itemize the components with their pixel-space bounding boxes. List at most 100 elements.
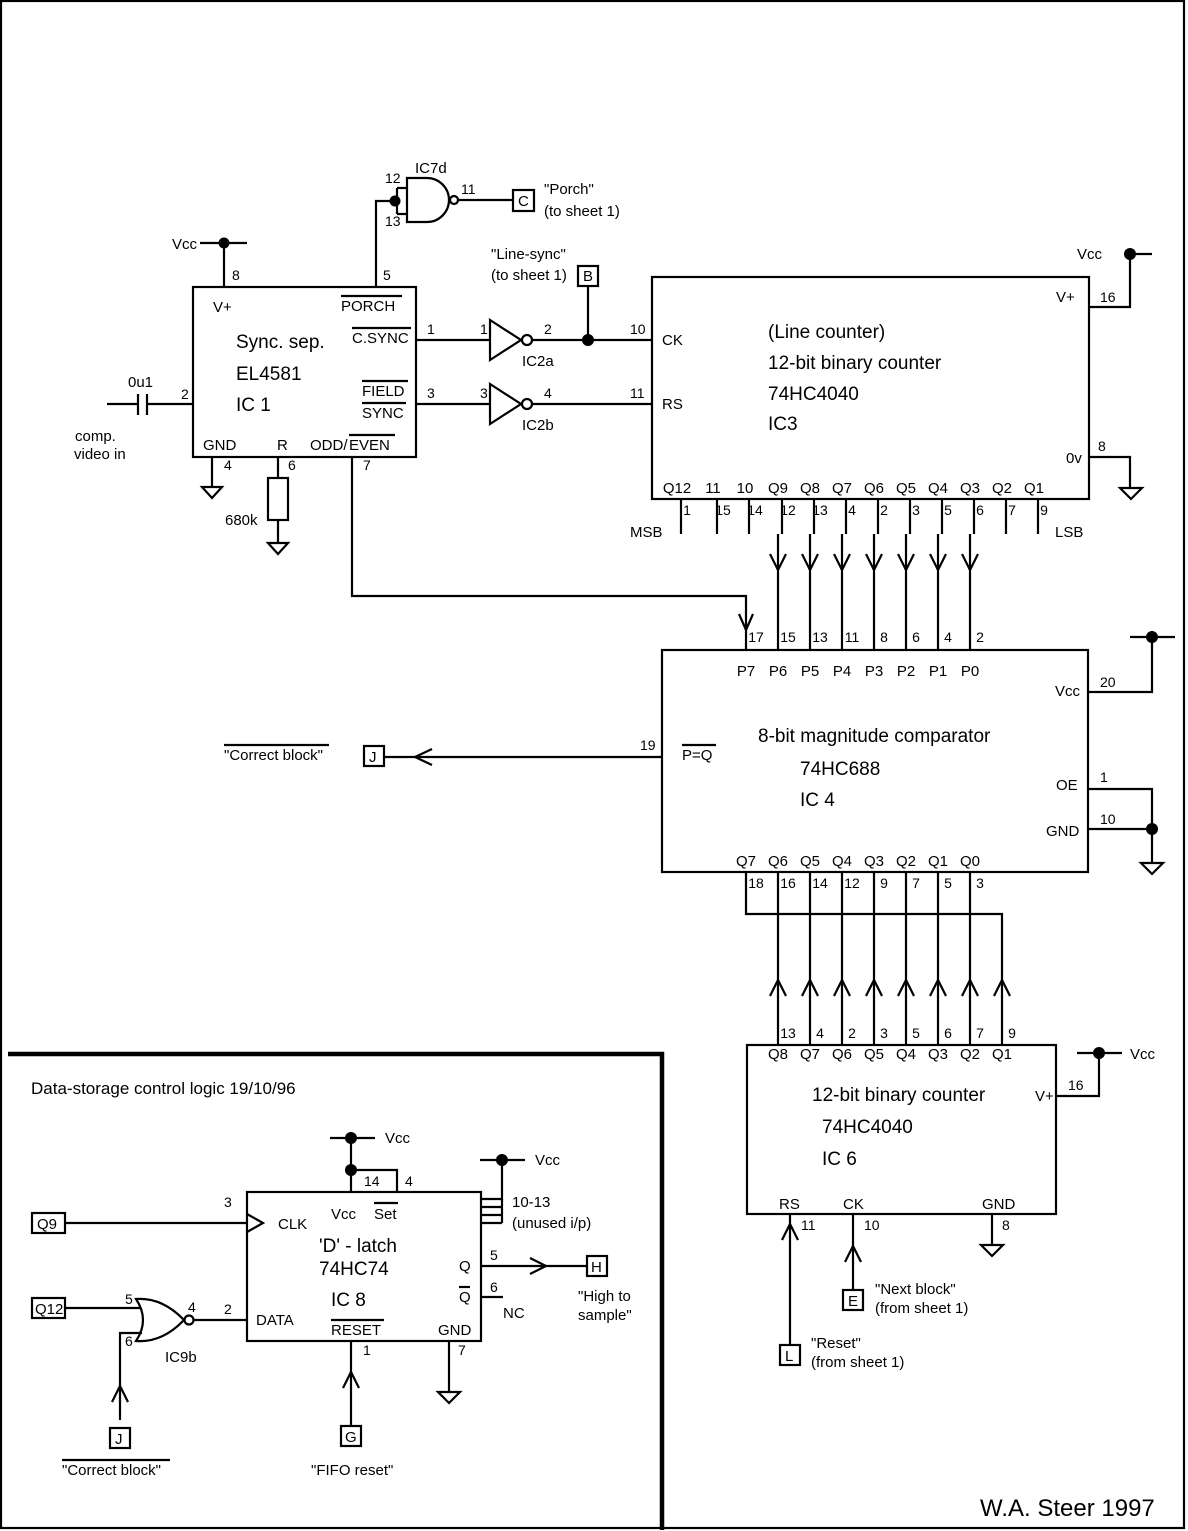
ic4-q-label: Q4 <box>832 853 852 870</box>
resistor-label: 680k <box>225 512 258 529</box>
ic4-p-label: P6 <box>769 663 787 680</box>
ic3-vcc: Vcc <box>1077 246 1152 309</box>
ic4-q-label: Q2 <box>896 853 916 870</box>
ic1-field-label: FIELD <box>362 383 405 400</box>
ic6-rs-label: RS <box>779 1196 800 1213</box>
author-credit: W.A. Steer 1997 <box>980 1495 1155 1522</box>
ic4-p-label: P7 <box>737 663 755 680</box>
svg-text:Vcc: Vcc <box>385 1130 411 1147</box>
ic8-pin-data: 2 <box>224 1301 232 1317</box>
ic6-q-pin: 9 <box>1008 1025 1016 1041</box>
svg-text:C: C <box>518 193 529 210</box>
ic2b-pin-3: 3 <box>480 385 488 401</box>
ic1-pin-4: 4 <box>224 457 232 473</box>
ic4-magnitude-comparator: 8-bit magnitude comparator 74HC688 IC 4 … <box>640 629 1116 891</box>
ic6-q-pin: 13 <box>780 1025 796 1041</box>
ic8-q-label: Q <box>459 1258 471 1275</box>
ic9b-label: IC9b <box>165 1349 197 1366</box>
ic4-p-pin: 17 <box>748 629 764 645</box>
ic4-p-pin: 2 <box>976 629 984 645</box>
ic3-output-label: Q3 <box>960 480 980 497</box>
bus-ic3-to-ic4 <box>769 534 979 630</box>
wire-odd-even <box>350 457 748 630</box>
ic9b-pin-6: 6 <box>125 1333 133 1349</box>
ic4-q-label: Q6 <box>768 853 788 870</box>
ic6-q-label: Q2 <box>960 1046 980 1063</box>
connector-b: B "Line-sync" (to sheet 1) <box>491 246 600 346</box>
ic6-pin-rs: 11 <box>801 1217 816 1233</box>
ic8-pin-vcc: 14 <box>364 1173 380 1189</box>
connector-j-top: J "Correct block" <box>224 743 662 768</box>
ic4-p-pin: 4 <box>944 629 952 645</box>
connector-b-label-2: (to sheet 1) <box>491 267 567 284</box>
bus-ic4-to-ic6 <box>744 872 1011 1045</box>
svg-text:10-13: 10-13 <box>512 1194 550 1211</box>
ic6-title: 12-bit binary counter <box>812 1085 986 1106</box>
svg-text:Vcc: Vcc <box>172 236 198 253</box>
connector-j-top-label: "Correct block" <box>224 747 323 764</box>
ic3-pin-vplus: 16 <box>1100 289 1116 305</box>
ic1-pin-8: 8 <box>232 267 240 283</box>
ic3-rs-label: RS <box>662 396 683 413</box>
ic1-pin-6: 6 <box>288 457 296 473</box>
ic8-q-output: NC <box>481 1257 587 1322</box>
ic3-title: (Line counter) <box>768 322 885 343</box>
ic4-q-pin: 3 <box>976 875 984 891</box>
ic3-output-pin: 5 <box>944 502 952 518</box>
ic4-p-pin: 6 <box>912 629 920 645</box>
ic3-output-pin: 15 <box>715 502 731 518</box>
ic4-q-label: Q0 <box>960 853 980 870</box>
connector-l-label-2: (from sheet 1) <box>811 1354 904 1371</box>
ic4-p-label: P2 <box>897 663 915 680</box>
connector-l-label-1: "Reset" <box>811 1335 861 1352</box>
ic4-p-pin: 8 <box>880 629 888 645</box>
ic6-q-label: Q1 <box>992 1046 1012 1063</box>
ic8-d-latch: CLK Vcc Set 'D' - latch 74HC74 IC 8 Q Q … <box>224 1173 498 1358</box>
ic9b-pin-4: 4 <box>188 1299 196 1315</box>
ic7d-pin-11: 11 <box>461 181 476 197</box>
ic4-p-label: P3 <box>865 663 883 680</box>
ic4-p-label: P4 <box>833 663 851 680</box>
ic2a-pin-2: 2 <box>544 321 552 337</box>
ic6-q-pin: 4 <box>816 1025 824 1041</box>
video-in-label-2: video in <box>74 446 126 463</box>
ic2a-label: IC2a <box>522 353 554 370</box>
ic6-vplus-label: V+ <box>1035 1088 1054 1105</box>
ic8-set-label: Set <box>374 1206 397 1223</box>
ic8-unused-inputs: Vcc 10-13 (unused i/p) <box>480 1152 591 1232</box>
ic8-pin-set: 4 <box>405 1173 413 1189</box>
svg-text:Q9: Q9 <box>37 1216 57 1233</box>
ic3-output-pin: 4 <box>848 502 856 518</box>
ic6-vcc: Vcc <box>1056 1046 1156 1098</box>
ic1-even-label: EVEN <box>349 437 390 454</box>
ic6-q-pin: 6 <box>944 1025 952 1041</box>
ic2a-pin-1: 1 <box>480 321 488 337</box>
ic6-q-pin: 7 <box>976 1025 984 1041</box>
ic9b-pin-5: 5 <box>125 1291 133 1307</box>
connector-h-label-2: sample" <box>578 1307 632 1324</box>
ic8-pin-qbar: 6 <box>490 1279 498 1295</box>
ic8-ref: IC 8 <box>331 1290 366 1311</box>
video-in-label-1: comp. <box>75 428 116 445</box>
ic6-q-pin: 5 <box>912 1025 920 1041</box>
ic6-q-label: Q7 <box>800 1046 820 1063</box>
ic1-pin-1: 1 <box>427 321 435 337</box>
connector-g-label: "FIFO reset" <box>311 1462 393 1479</box>
ic8-pin-q: 5 <box>490 1247 498 1263</box>
ic8-qbar-label: Q <box>459 1289 471 1306</box>
connector-h-label-1: "High to <box>578 1288 631 1305</box>
ic1-pin-2: 2 <box>181 386 189 402</box>
ic4-peq-label: P=Q <box>682 747 712 764</box>
ic4-q-label: Q5 <box>800 853 820 870</box>
ic4-pin-peq: 19 <box>640 737 656 753</box>
connector-c-label-1: "Porch" <box>544 181 594 198</box>
svg-text:Vcc: Vcc <box>1077 246 1103 263</box>
ic1-sync-separator: V+ PORCH C.SYNC FIELD SYNC GND R ODD/ EV… <box>181 267 435 473</box>
ic3-pin-ck: 10 <box>630 321 646 337</box>
svg-text:Q12: Q12 <box>35 1301 63 1318</box>
ic3-output-label: Q6 <box>864 480 884 497</box>
ic1-sync-label: SYNC <box>362 405 404 422</box>
control-logic-title: Data-storage control logic 19/10/96 <box>31 1079 296 1098</box>
ic3-ck-label: CK <box>662 332 683 349</box>
